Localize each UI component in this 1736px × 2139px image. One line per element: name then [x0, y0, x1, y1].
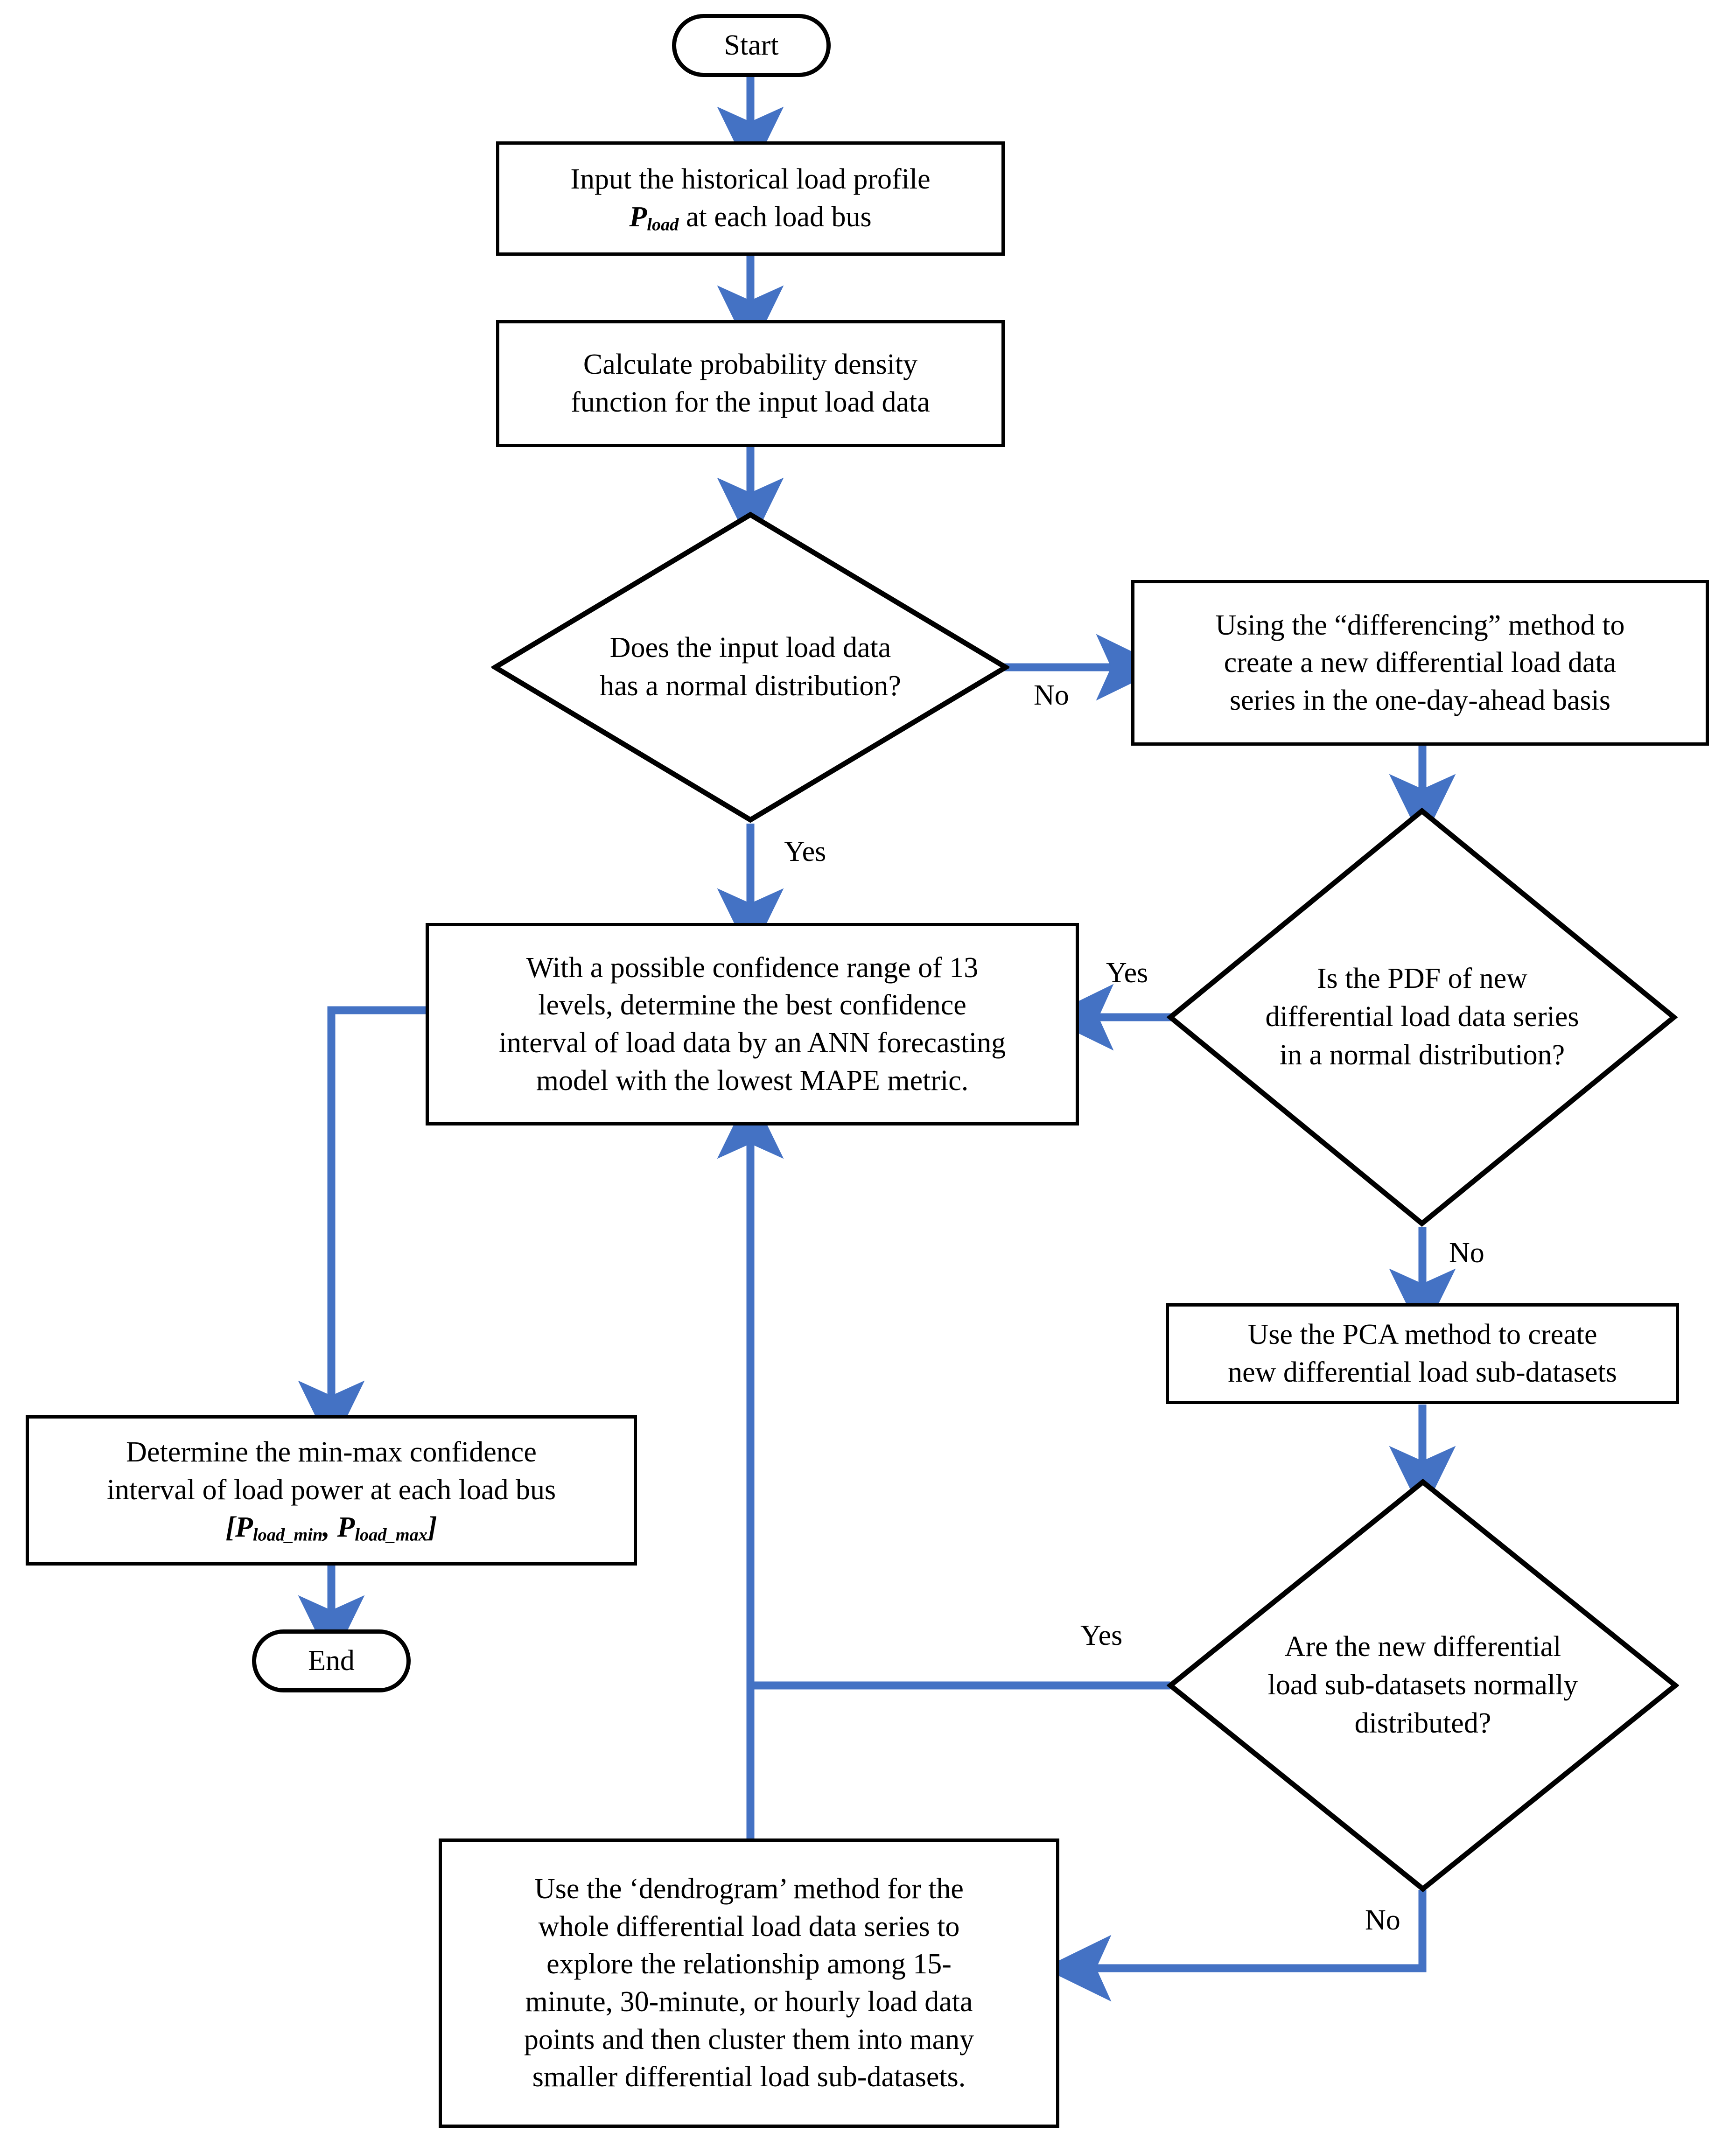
node-decision-pdf-normal[interactable]: Is the PDF of new differential load data… [1167, 807, 1678, 1227]
node-differencing-method-line1: Using the “differencing” method to [1215, 609, 1625, 641]
node-dendrogram-method-line4: minute, 30-minute, or hourly load data [525, 1986, 973, 2018]
node-differencing-method-text: Using the “differencing” method to creat… [1216, 607, 1625, 720]
node-pca-method-line2: new differential load sub-datasets [1228, 1356, 1617, 1388]
node-dendrogram-method-line5: points and then cluster them into many [524, 2023, 974, 2055]
node-decision-input-normal-text: Does the input load data has a normal di… [559, 629, 942, 706]
node-differencing-method-line2: create a new differential load data [1224, 647, 1617, 679]
node-input-load-profile[interactable]: Input the historical load profile Pload … [496, 141, 1005, 256]
node-decision-pdf-normal-text: Is the PDF of new differential load data… [1233, 960, 1611, 1074]
node-dendrogram-method-text: Use the ‘dendrogram’ method for the whol… [524, 1870, 974, 2096]
node-input-load-profile-line2: Pload at each load bus [570, 198, 930, 237]
p-load-subscript: load [647, 215, 679, 235]
node-confidence-range-text: With a possible confidence range of 13 l… [499, 949, 1006, 1099]
node-minmax-interval-formula: [Pload_min, Pload_max] [107, 1509, 556, 1547]
interval-close-bracket: ] [427, 1511, 437, 1544]
node-decision-pdf-normal-line2: differential load data series [1265, 1001, 1579, 1033]
node-decision-subdatasets-normal-line3: distributed? [1354, 1707, 1491, 1739]
node-minmax-interval-line2: interval of load power at each load bus [106, 1474, 556, 1506]
node-confidence-range-line2: levels, determine the best confidence [538, 989, 966, 1021]
decision-diamond-shape [1167, 1478, 1679, 1893]
edge-label-decision3-yes: Yes [1080, 1620, 1123, 1651]
node-input-load-profile-text: Input the historical load profile Pload … [570, 161, 930, 237]
node-calculate-pdf-line1: Calculate probability density [583, 349, 918, 381]
node-end-label: End [308, 1644, 355, 1677]
node-confidence-range-line4: model with the lowest MAPE metric. [536, 1064, 969, 1097]
node-pca-method-line1: Use the PCA method to create [1247, 1319, 1597, 1351]
node-decision-subdatasets-normal-text: Are the new differential load sub-datase… [1233, 1628, 1613, 1742]
node-minmax-interval[interactable]: Determine the min-max confidence interva… [26, 1415, 637, 1566]
edge-label-decision2-yes: Yes [1106, 957, 1148, 989]
node-start[interactable]: Start [672, 14, 831, 77]
p-load-tail: at each load bus [679, 201, 872, 233]
node-decision-input-normal-line2: has a normal distribution? [600, 670, 901, 702]
node-decision-subdatasets-normal-line1: Are the new differential [1284, 1631, 1561, 1663]
p-load-symbol: P [629, 201, 647, 233]
node-calculate-pdf[interactable]: Calculate probability density function f… [496, 320, 1005, 447]
node-calculate-pdf-text: Calculate probability density function f… [571, 346, 930, 421]
node-dendrogram-method-line3: explore the relationship among 15- [546, 1948, 952, 1980]
node-decision-subdatasets-normal-line2: load sub-datasets normally [1267, 1669, 1578, 1701]
decision-diamond-shape [491, 511, 1009, 823]
p-load-min-symbol: P [235, 1511, 253, 1544]
node-confidence-range-line3: interval of load data by an ANN forecast… [498, 1027, 1006, 1059]
node-confidence-range[interactable]: With a possible confidence range of 13 l… [426, 923, 1079, 1125]
edge-label-decision1-no: No [1034, 679, 1069, 711]
interval-separator: , [322, 1511, 337, 1544]
node-decision-pdf-normal-line1: Is the PDF of new [1316, 963, 1528, 995]
node-calculate-pdf-line2: function for the input load data [571, 386, 930, 418]
node-pca-method-text: Use the PCA method to create new differe… [1228, 1316, 1617, 1391]
p-load-min-subscript: load_min [252, 1525, 323, 1545]
node-dendrogram-method-line2: whole differential load data series to [538, 1910, 960, 1943]
node-start-label: Start [724, 29, 779, 61]
edge-label-decision3-no: No [1365, 1904, 1400, 1936]
node-decision-pdf-normal-line3: in a normal distribution? [1279, 1039, 1565, 1071]
interval-open-bracket: [ [225, 1511, 235, 1544]
edge-confidence-to-minmax [298, 1006, 427, 1449]
node-input-load-profile-line1: Input the historical load profile [570, 163, 931, 195]
node-pca-method[interactable]: Use the PCA method to create new differe… [1166, 1303, 1679, 1404]
node-dendrogram-method[interactable]: Use the ‘dendrogram’ method for the whol… [439, 1838, 1059, 2128]
edge-decision3-no-to-dendrogram [1043, 1890, 1427, 2002]
node-confidence-range-line1: With a possible confidence range of 13 [526, 951, 979, 984]
p-load-max-subscript: load_max [355, 1525, 428, 1545]
decision-diamond-shape [1167, 807, 1678, 1227]
edge-label-decision1-yes: Yes [784, 836, 826, 867]
node-end[interactable]: End [252, 1629, 411, 1692]
node-minmax-interval-text: Determine the min-max confidence interva… [107, 1433, 556, 1547]
edge-label-decision2-no: No [1449, 1237, 1484, 1269]
edge-decision3-yes-to-confidence [717, 1090, 1170, 1690]
node-dendrogram-method-line6: smaller differential load sub-datasets. [532, 2061, 966, 2093]
node-minmax-interval-line1: Determine the min-max confidence [126, 1436, 537, 1468]
node-decision-subdatasets-normal[interactable]: Are the new differential load sub-datase… [1167, 1478, 1679, 1893]
node-dendrogram-method-line1: Use the ‘dendrogram’ method for the [534, 1873, 964, 1905]
node-differencing-method[interactable]: Using the “differencing” method to creat… [1131, 580, 1709, 746]
node-differencing-method-line3: series in the one-day-ahead basis [1229, 684, 1611, 716]
node-decision-input-normal-line1: Does the input load data [609, 632, 891, 664]
node-decision-input-normal[interactable]: Does the input load data has a normal di… [491, 511, 1009, 824]
p-load-max-symbol: P [337, 1511, 355, 1544]
